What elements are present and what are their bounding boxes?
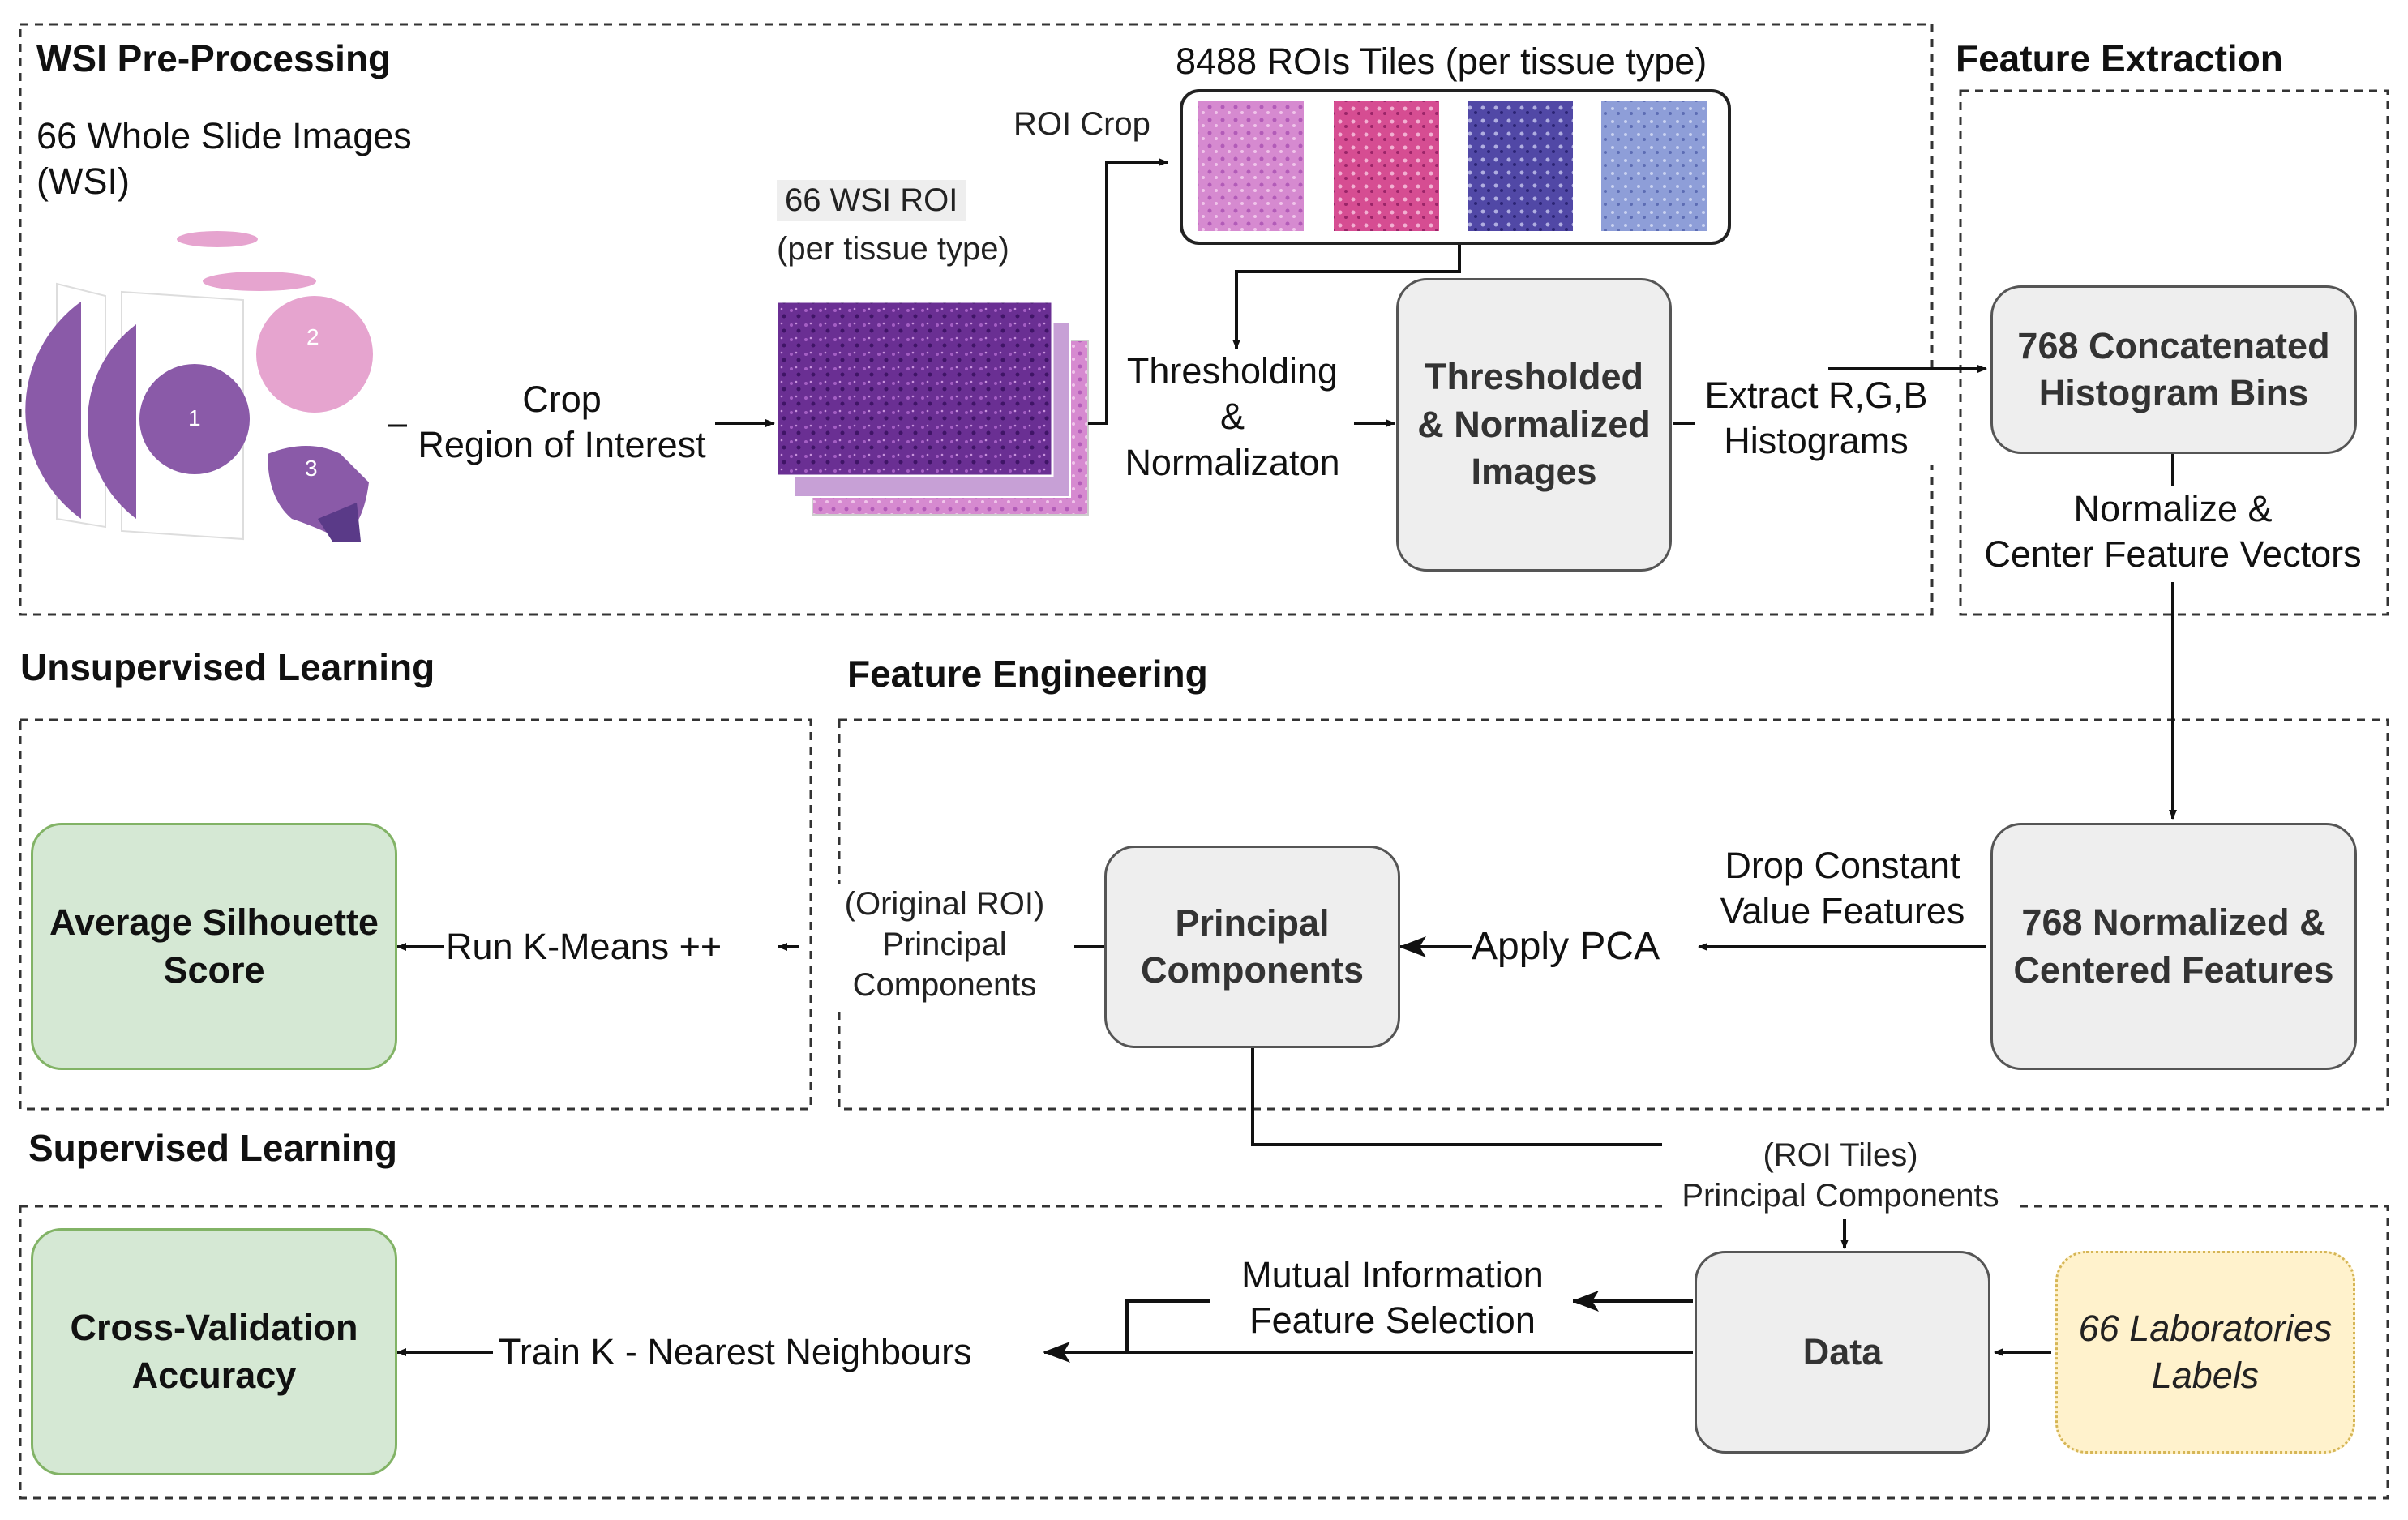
drop-constant-label: Drop Constant Value Features [1699, 843, 1986, 935]
slide-2-icon [256, 296, 373, 413]
thresholding-label-line: Thresholding [1126, 350, 1339, 392]
train-knn-label: Train K - Nearest Neighbours [499, 1329, 972, 1376]
cross-validation-accuracy-node[interactable]: Cross-Validation Accuracy [31, 1228, 397, 1475]
wsi-title-line: (WSI) [36, 161, 130, 203]
slide-number-2: 2 [306, 324, 319, 349]
roi-tiles [1198, 101, 1707, 231]
slide-1-icon [139, 364, 250, 474]
roi-tiles-frame [1180, 89, 1731, 245]
edge-label-line: (Original ROI) [844, 886, 1045, 922]
wsi-roi-label-line: 66 WSI ROI [777, 180, 966, 221]
principal-components-node[interactable]: Principal Components [1104, 846, 1400, 1048]
edge-label-line: Feature Selection [1249, 1299, 1536, 1342]
node-label: Centered Features [2013, 948, 2334, 991]
node-label: Score [163, 948, 265, 991]
kmeans-label: Run K-Means ++ [446, 924, 722, 970]
node-label: 768 Normalized & [2021, 901, 2326, 943]
roi-crop-label: ROI Crop [1013, 106, 1150, 142]
slide-number-3: 3 [305, 456, 318, 481]
section-title-wsi-preprocessing: WSI Pre-Processing [36, 37, 392, 79]
wsi-roi-label: 66 WSI ROI (per tissue type) [777, 180, 1009, 269]
frame-supervised-learning [19, 1205, 2389, 1500]
edge-label-line: Principal [882, 927, 1007, 962]
edge-label-line: Principal Components [1682, 1178, 1999, 1214]
edge-label-line: Extract R,G,B [1704, 375, 1928, 416]
edge-label-line: (ROI Tiles) [1763, 1137, 1918, 1173]
edge-label-line: Components [852, 967, 1037, 1003]
edge-label-line: Normalize & [2073, 488, 2273, 529]
thresholding-label-line: Normalizaton [1125, 441, 1340, 483]
extract-histograms-label: Extract R,G,B Histograms [1695, 373, 1938, 465]
laboratory-labels-node[interactable]: 66 Laboratories Labels [2055, 1251, 2355, 1454]
node-label: Accuracy [131, 1354, 297, 1396]
crop-roi-label: Crop Region of Interest [404, 377, 720, 469]
edge-label-line: Mutual Information [1241, 1254, 1544, 1295]
normalized-features-node[interactable]: 768 Normalized & Centered Features [1990, 823, 2357, 1070]
wsi-title: 66 Whole Slide Images (WSI) [36, 113, 412, 205]
section-title-supervised-learning: Supervised Learning [28, 1127, 398, 1169]
apply-pca-label: Apply PCA [1472, 925, 1660, 968]
edge-label-line: Drop Constant [1725, 845, 1960, 886]
thresholding-label: Thresholding & Normalizaton [1111, 349, 1354, 486]
frame-wsi-preprocessing [19, 23, 1934, 616]
node-label: 66 Laboratories [2078, 1307, 2333, 1349]
node-label: 768 Concatenated [2017, 324, 2330, 366]
node-label: Images [1471, 451, 1597, 493]
data-node[interactable]: Data [1695, 1251, 1990, 1454]
wsi-roi-stack [775, 300, 1089, 516]
node-label: Principal [1175, 901, 1330, 944]
original-roi-pc-label: (Original ROI) Principal Components [815, 884, 1074, 1005]
frame-feature-extraction [1959, 89, 2389, 616]
whole-slide-images-icon [25, 231, 407, 542]
node-label: Thresholded [1424, 356, 1644, 398]
node-label: Cross-Validation [70, 1307, 358, 1348]
edge-label-line: Value Features [1720, 890, 1965, 932]
thresholding-label-line: & [1219, 396, 1245, 438]
section-title-feature-extraction: Feature Extraction [1956, 37, 2283, 79]
wsi-roi-label-line: (per tissue type) [777, 231, 1009, 267]
crop-roi-label-line: Region of Interest [418, 424, 706, 466]
node-label: Labels [2151, 1355, 2260, 1396]
roi-tiles-pc-label: (ROI Tiles) Principal Components [1662, 1135, 2019, 1216]
normalize-center-label: Normalize & Center Feature Vectors [1966, 486, 2380, 578]
histogram-bins-node[interactable]: 768 Concatenated Histogram Bins [1990, 285, 2357, 454]
node-label: Histogram Bins [2038, 372, 2309, 413]
node-label: & Normalized [1417, 403, 1651, 445]
node-label: Average Silhouette [49, 901, 379, 943]
frame-unsupervised-learning [19, 718, 812, 1111]
node-label: Data [1802, 1330, 1883, 1372]
edge-label-line: Histograms [1724, 420, 1909, 462]
crop-roi-label-line: Crop [522, 379, 602, 420]
section-title-feature-engineering: Feature Engineering [847, 653, 1208, 695]
mutual-information-label: Mutual Information Feature Selection [1212, 1252, 1573, 1344]
wsi-title-line: 66 Whole Slide Images [36, 115, 412, 156]
section-title-unsupervised-learning: Unsupervised Learning [20, 646, 435, 688]
slide-number-1: 1 [188, 405, 201, 430]
edge-label-line: Center Feature Vectors [1984, 533, 2362, 576]
node-label: Components [1141, 949, 1364, 991]
tiles-label: 8488 ROIs Tiles (per tissue type) [1176, 41, 1707, 82]
thresholded-images-node[interactable]: Thresholded & Normalized Images [1396, 278, 1672, 572]
silhouette-score-node[interactable]: Average Silhouette Score [31, 823, 397, 1070]
